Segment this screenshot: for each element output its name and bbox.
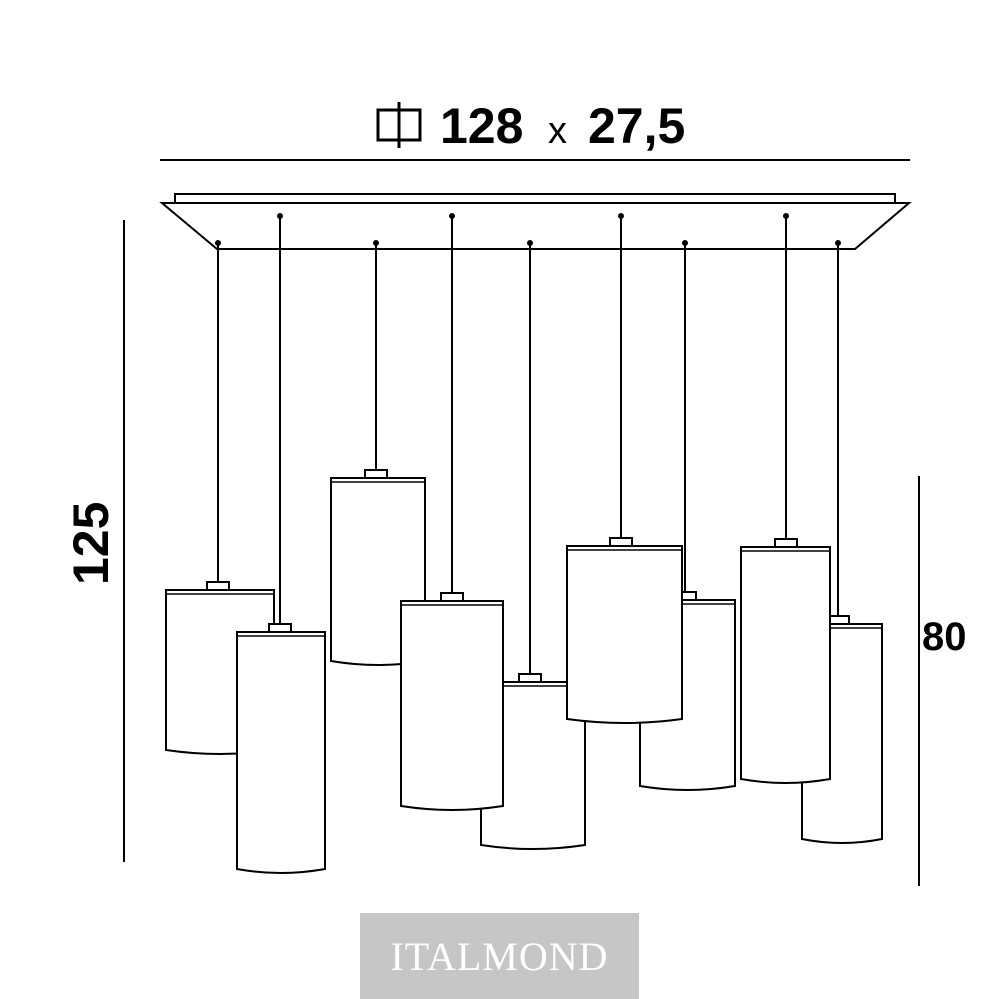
pendant-group bbox=[165, 213, 883, 874]
pendant-shade bbox=[400, 600, 504, 811]
cable-anchor bbox=[835, 240, 841, 246]
shade-cap bbox=[609, 537, 633, 547]
dimension-separator: x bbox=[548, 110, 567, 152]
pendant-3 bbox=[480, 240, 586, 850]
cable-anchor bbox=[618, 213, 624, 219]
shade-cap bbox=[518, 673, 542, 683]
cable-anchor bbox=[373, 240, 379, 246]
shade-cap bbox=[268, 623, 292, 633]
total-height-value: 125 bbox=[63, 502, 119, 585]
length-value: 128 bbox=[440, 98, 523, 154]
diameter-symbol-icon bbox=[376, 102, 422, 148]
shade-cap bbox=[364, 469, 388, 479]
ceiling-canopy bbox=[159, 193, 912, 250]
shade-cap bbox=[206, 581, 230, 591]
cable-anchor bbox=[783, 213, 789, 219]
pendant-7 bbox=[400, 213, 504, 811]
cable-anchor bbox=[215, 240, 221, 246]
brand-logo: ITALMOND bbox=[360, 913, 639, 999]
pendant-shade bbox=[236, 631, 326, 874]
pendant-shade bbox=[566, 545, 683, 724]
cable-anchor bbox=[527, 240, 533, 246]
width-value: 27,5 bbox=[588, 98, 685, 154]
shade-cap bbox=[774, 538, 798, 548]
pendant-shade bbox=[480, 681, 586, 850]
pendant-6 bbox=[236, 213, 326, 874]
width-dimension-label: 128 x 27,5 bbox=[376, 98, 685, 154]
cable-anchor bbox=[682, 240, 688, 246]
shade-cap bbox=[440, 592, 464, 602]
pendant-9 bbox=[740, 213, 831, 784]
pendant-8 bbox=[566, 213, 683, 724]
pendant-shade bbox=[740, 546, 831, 784]
brand-logo-text: ITALMOND bbox=[390, 933, 609, 979]
cable-anchor bbox=[277, 213, 283, 219]
cable-anchor bbox=[449, 213, 455, 219]
shade-height-value: 80 bbox=[922, 615, 967, 659]
